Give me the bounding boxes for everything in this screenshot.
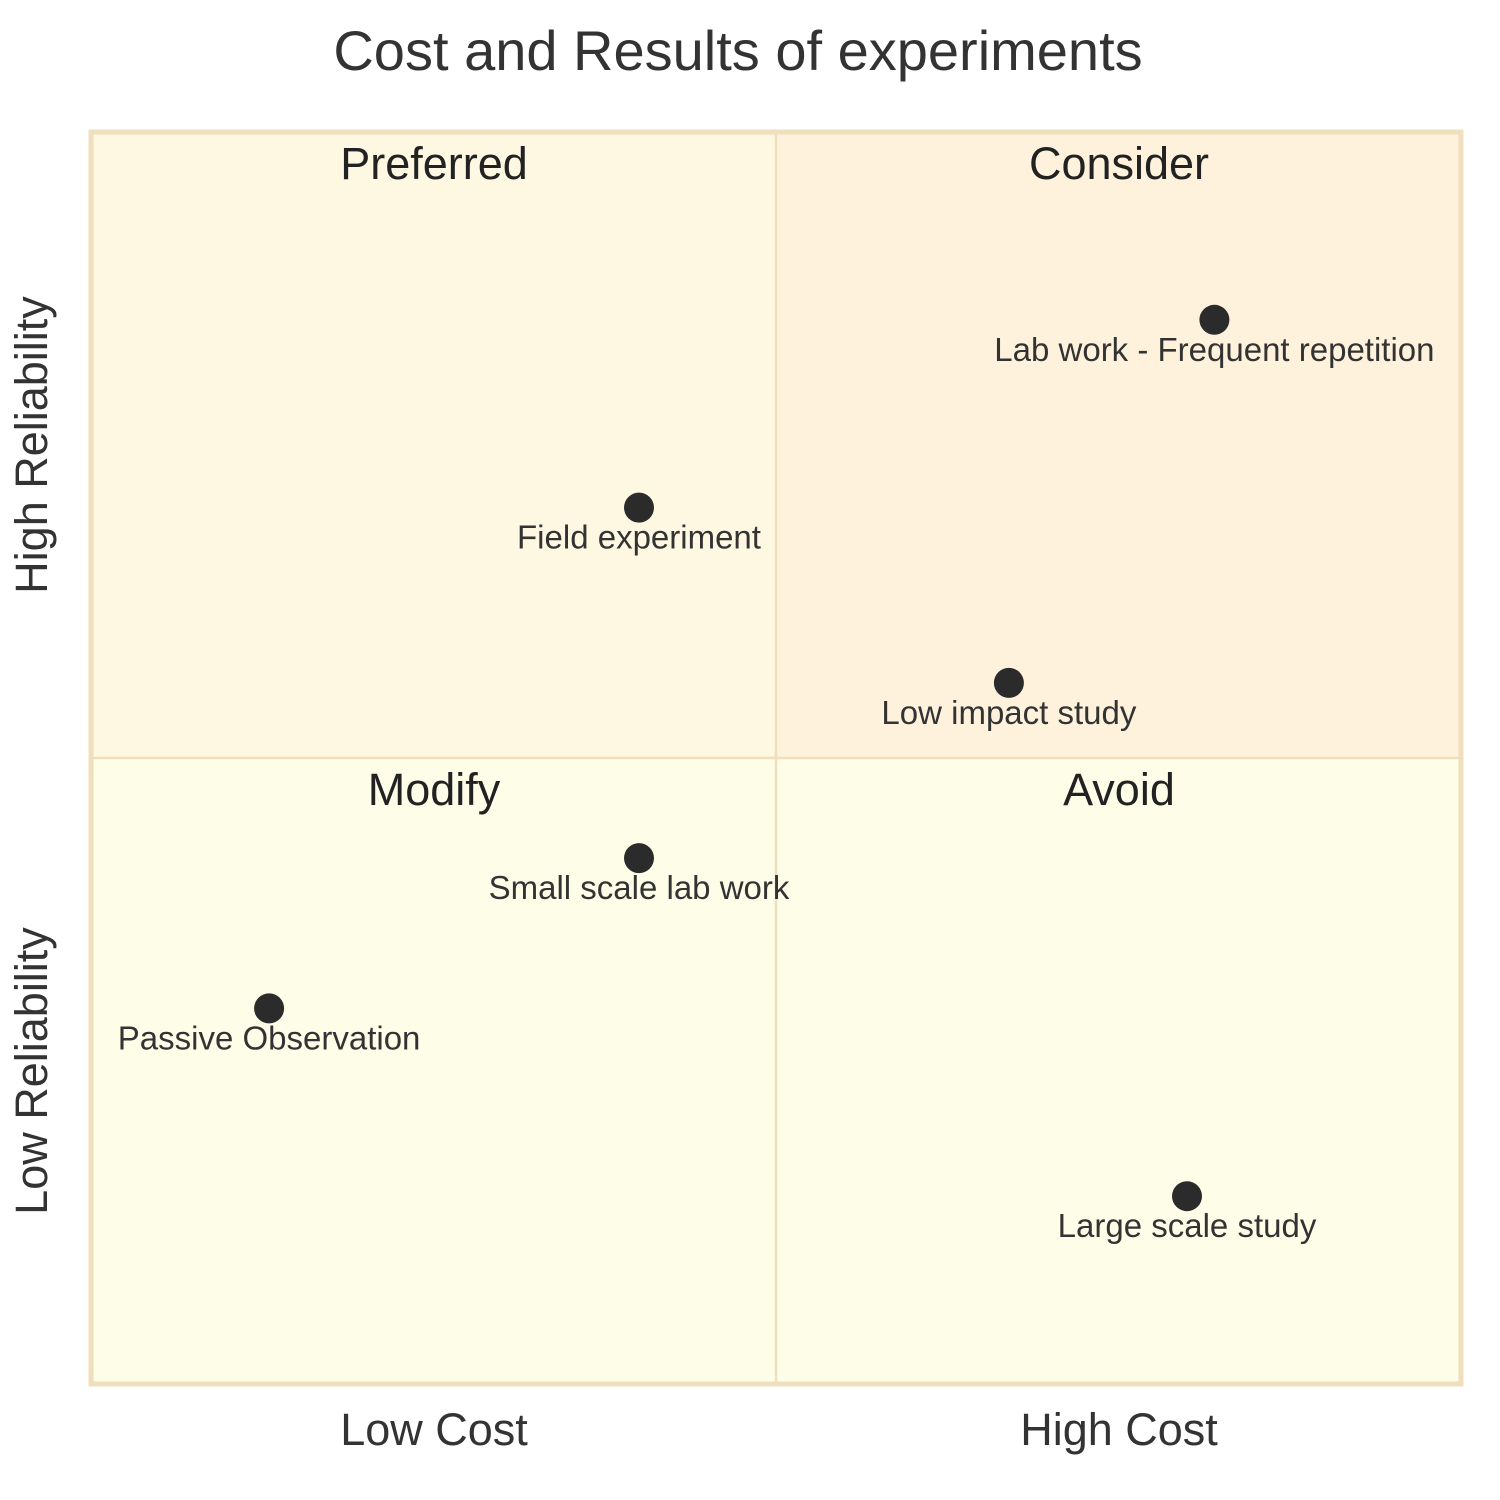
data-point (254, 993, 285, 1024)
quadrant-label-avoid: Avoid (1063, 764, 1175, 815)
quadrant-preferred-bg (91, 132, 776, 758)
chart-frame (88, 129, 1464, 1387)
data-point-group: Small scale lab work (489, 843, 790, 906)
x-axis-label-high-cost: High Cost (1020, 1404, 1218, 1455)
data-point-group: Large scale study (1058, 1181, 1317, 1244)
quadrant-avoid-bg (776, 758, 1461, 1384)
quadrant-modify-bg (91, 758, 776, 1384)
data-point (624, 492, 654, 523)
data-point-label: Lab work - Frequent repetition (994, 331, 1434, 368)
data-point (624, 843, 654, 874)
quadrant-area (88, 129, 1464, 1387)
data-point-group: Lab work - Frequent repetition (994, 304, 1435, 368)
data-point (1172, 1181, 1202, 1212)
data-point-group: Low impact study (881, 667, 1137, 731)
quadrant-label-preferred: Preferred (340, 138, 528, 189)
data-point-label: Field experiment (517, 519, 761, 556)
data-point-label: Low impact study (881, 694, 1136, 731)
y-axis-label-high-reliability: High Reliability (6, 296, 57, 594)
quadrant-label-modify: Modify (368, 764, 501, 815)
data-point-label: Passive Observation (118, 1019, 421, 1056)
data-point-group: Passive Observation (118, 993, 421, 1056)
quadrant-consider-bg (776, 132, 1461, 758)
data-point (993, 667, 1024, 698)
data-point-label: Large scale study (1058, 1207, 1317, 1244)
y-axis-label-low-reliability: Low Reliability (6, 927, 57, 1215)
quadrant-label-consider: Consider (1029, 138, 1209, 189)
data-point-label: Small scale lab work (489, 869, 790, 906)
chart-title: Cost and Results of experiments (333, 19, 1142, 82)
x-axis-label-low-cost: Low Cost (340, 1404, 528, 1455)
data-point-group: Field experiment (517, 492, 761, 556)
data-point (1199, 304, 1230, 335)
